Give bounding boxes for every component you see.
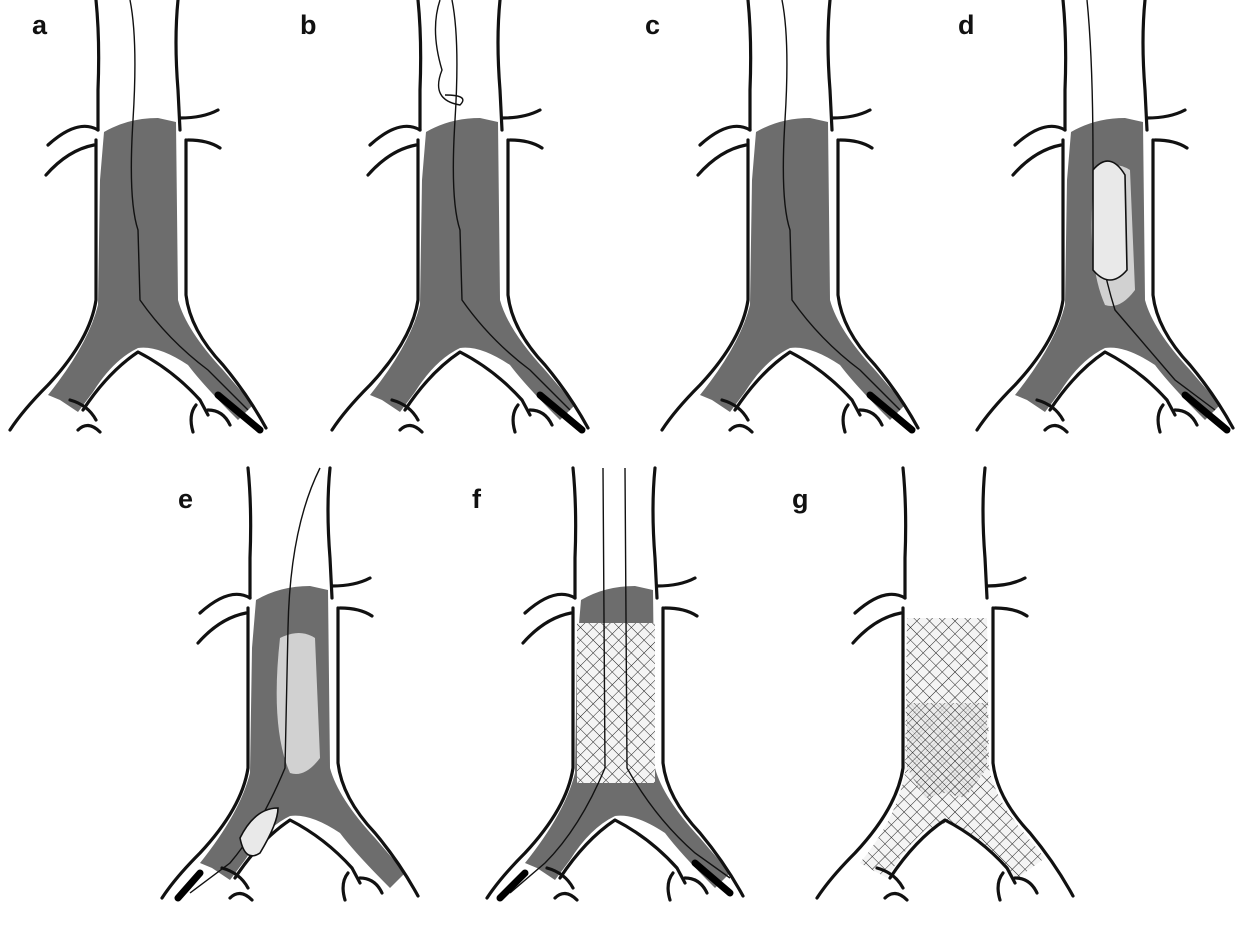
vein-wall [418, 0, 421, 130]
vein-wall [1175, 410, 1197, 425]
vein-wall [510, 140, 542, 148]
vein-wall [1013, 145, 1061, 175]
snare [435, 0, 462, 105]
panel-label-g: g [792, 484, 809, 514]
vein-wall [48, 126, 98, 145]
panel-f [487, 468, 743, 900]
panel-e [162, 468, 418, 900]
cleared-lumen [277, 633, 320, 774]
vein-wall [523, 613, 571, 643]
vein-wall [368, 145, 416, 175]
vein-wall [498, 0, 502, 130]
panel-label-c: c [645, 10, 660, 40]
vein-wall [332, 578, 370, 586]
vein-wall [191, 405, 196, 432]
vein-wall [903, 468, 906, 598]
vein-wall [698, 145, 746, 175]
vein-wall [843, 405, 848, 432]
panel-d [977, 0, 1233, 432]
vein-wall [700, 126, 750, 145]
panel-label-a: a [32, 10, 48, 40]
vein-wall [78, 425, 100, 432]
vein-wall [46, 145, 94, 175]
vein-wall [176, 0, 180, 130]
panel-g [817, 468, 1073, 900]
vein-wall [987, 578, 1025, 586]
vein-wall [1143, 0, 1147, 130]
vein-wall [998, 873, 1003, 900]
vein-wall [828, 0, 832, 130]
panel-label-d: d [958, 10, 975, 40]
vein-wall [1158, 405, 1163, 432]
vein-wall [832, 110, 870, 118]
vein-wall [360, 878, 382, 893]
vein-wall [748, 0, 751, 130]
vein-wall [248, 468, 251, 598]
vein-wall [530, 410, 552, 425]
vein-wall [1015, 126, 1065, 145]
vein-wall [200, 594, 250, 613]
vein-wall [555, 893, 577, 900]
panel-label-f: f [472, 484, 482, 514]
vein-wall [573, 468, 576, 598]
vein-wall [513, 405, 518, 432]
panel-label-b: b [300, 10, 317, 40]
panel-label-e: e [178, 484, 193, 514]
vein-wall [370, 126, 420, 145]
vein-wall [502, 110, 540, 118]
vein-wall [525, 594, 575, 613]
vein-wall [340, 608, 372, 616]
stent-mesh [577, 623, 655, 783]
balloon [1093, 161, 1127, 280]
vein-wall [853, 613, 901, 643]
vein-wall [400, 425, 422, 432]
panel-c [662, 0, 918, 432]
vein-wall [1063, 0, 1066, 130]
vein-wall [730, 425, 752, 432]
thrombus-shading [700, 118, 905, 420]
vein-wall [208, 410, 230, 425]
vein-wall [685, 878, 707, 893]
vein-wall [328, 468, 332, 598]
panel-a [10, 0, 266, 432]
panel-b [332, 0, 588, 432]
vein-wall [1015, 878, 1037, 893]
vein-wall [188, 140, 220, 148]
vein-wall [96, 0, 99, 130]
vein-wall [1147, 110, 1185, 118]
vein-wall [995, 608, 1027, 616]
vein-wall [180, 110, 218, 118]
vein-wall [665, 608, 697, 616]
vein-wall [983, 468, 987, 598]
vein-wall [855, 594, 905, 613]
vein-wall [657, 578, 695, 586]
thrombus-shading [48, 118, 253, 420]
vein-wall [343, 873, 348, 900]
vein-wall [198, 613, 246, 643]
vein-wall [840, 140, 872, 148]
vein-wall [1155, 140, 1187, 148]
stent-overlap-mesh [907, 703, 987, 798]
vein-wall [1045, 425, 1067, 432]
vein-wall [860, 410, 882, 425]
vein-wall [653, 468, 657, 598]
sheath [178, 873, 200, 898]
vein-wall [668, 873, 673, 900]
thrombus-shading [370, 118, 575, 420]
vein-wall [885, 893, 907, 900]
vein-wall [230, 893, 252, 900]
